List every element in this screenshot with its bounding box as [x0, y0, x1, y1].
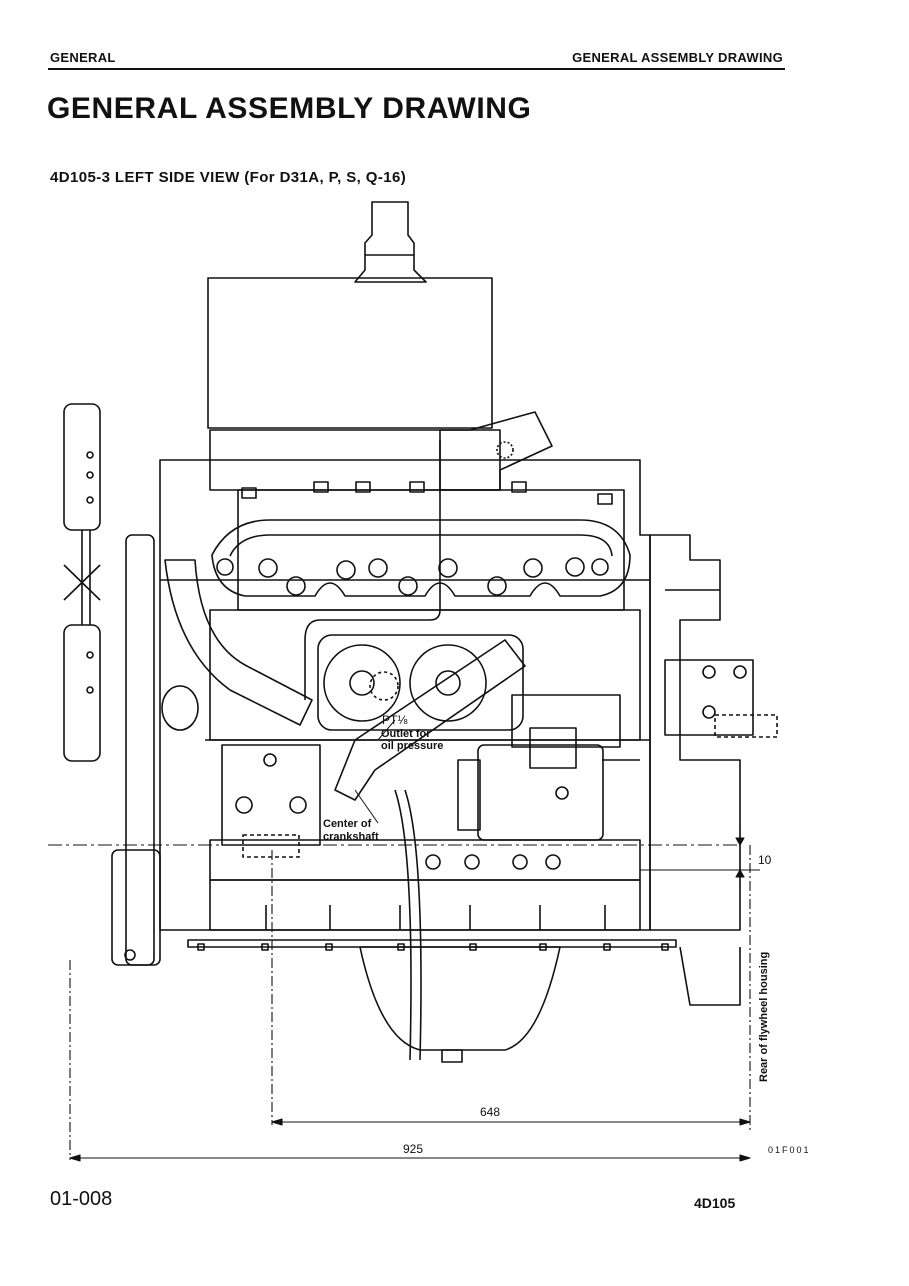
oil-pan	[359, 946, 561, 1051]
chapter-header: GENERAL ASSEMBLY DRAWING	[572, 50, 783, 65]
page-title: GENERAL ASSEMBLY DRAWING	[47, 92, 532, 125]
side-bracket	[221, 744, 321, 846]
coolant-elbow	[439, 411, 553, 491]
view-subtitle: 4D105-3 LEFT SIDE VIEW (For D31A, P, S, …	[50, 169, 407, 186]
intake-pipe	[164, 559, 313, 726]
pt-callout: PT⅛	[382, 713, 408, 727]
oil-pan-flange	[187, 939, 677, 951]
oil-pressure-line	[304, 440, 441, 700]
page-number: 01-008	[50, 1188, 113, 1210]
manifold-bolts	[216, 557, 609, 596]
air-cleaner-box	[207, 277, 493, 429]
section-header: GENERAL	[50, 50, 116, 65]
center-callout-line1: Center of	[323, 818, 372, 830]
dipstick-tube	[334, 639, 526, 801]
dim-925: 925	[403, 1142, 423, 1156]
intake-stack	[354, 201, 427, 283]
engine-block	[159, 429, 651, 931]
front-pulley	[111, 534, 161, 966]
crankcase-bolts	[425, 854, 561, 870]
flywheel-housing	[649, 534, 778, 931]
gear-housing	[317, 634, 524, 731]
head-bolts	[241, 481, 613, 505]
dim-648: 648	[480, 1105, 500, 1119]
cooling-fan	[63, 403, 101, 762]
outlet-callout-line1: Outlet for	[381, 728, 431, 740]
starter-motor	[457, 694, 640, 841]
header-rule	[48, 68, 785, 70]
dimension-lines	[48, 830, 760, 1162]
outlet-callout-line2: oil pressure	[381, 740, 443, 752]
figure-id: 01F001	[768, 1145, 811, 1155]
dim-10: 10	[758, 853, 772, 867]
model-code: 4D105	[694, 1195, 736, 1211]
center-callout-line2: crankshaft	[323, 831, 379, 843]
exhaust-manifold	[211, 519, 631, 597]
rear-flywheel-label: Rear of flywheel housing	[758, 952, 770, 1082]
